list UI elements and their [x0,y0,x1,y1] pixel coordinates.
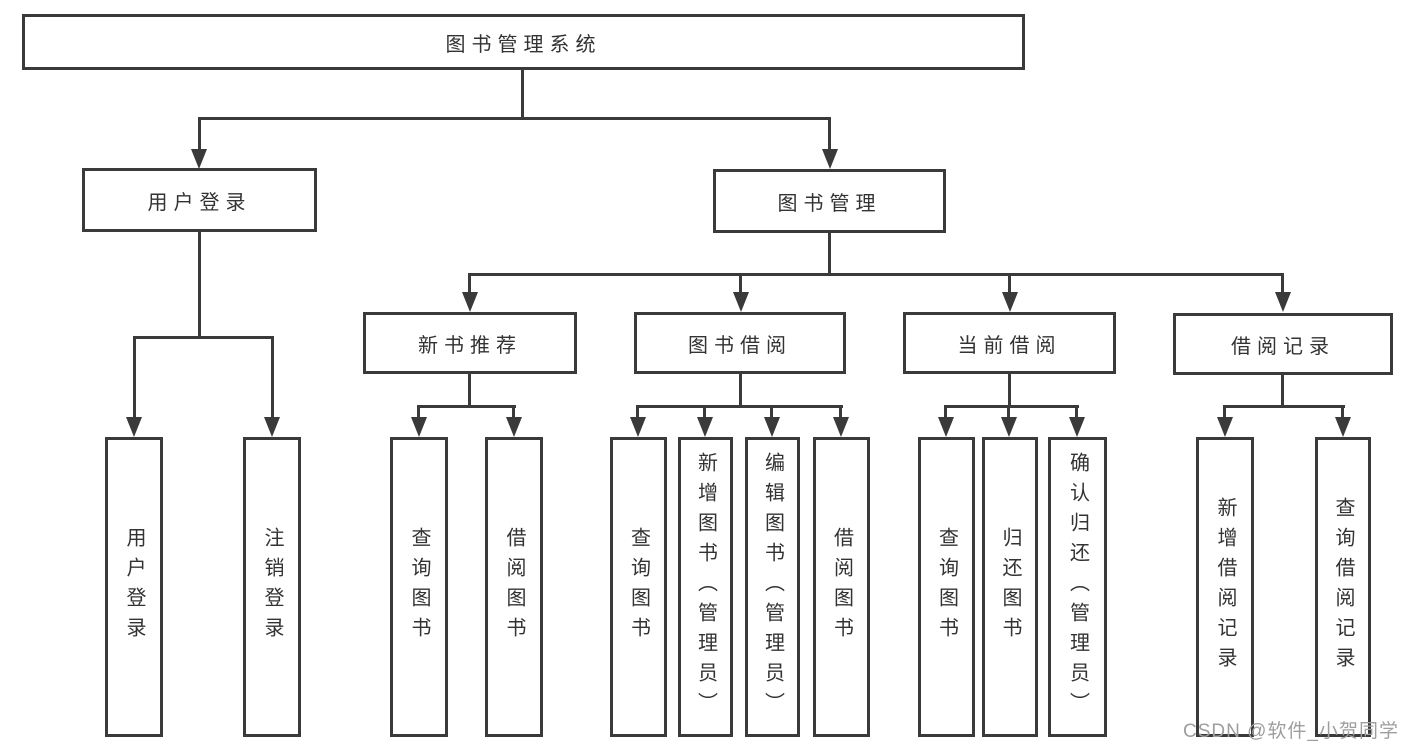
connector-arm [417,405,420,419]
arrowhead-down-icon [191,149,207,169]
connector-arm [133,336,136,418]
node-book-borrowing: 图书借阅 [634,312,846,374]
connector-bar [419,405,516,408]
leaf-user-login: 用户登录 [105,437,163,737]
arrowhead-down-icon [1001,417,1017,437]
connector-arm [828,117,831,151]
arrowhead-down-icon [1217,417,1233,437]
connector-stem [1008,374,1011,407]
leaf-query-borrow-record: 查询借阅记录 [1315,437,1371,737]
arrowhead-down-icon [764,417,780,437]
leaf-query-books-current: 查询图书 [918,437,975,737]
leaf-add-borrow-record: 新增借阅记录 [1196,437,1254,737]
connector-arm [703,405,706,419]
connector-bar [133,336,274,339]
connector-stem [1281,375,1284,407]
connector-arm [1341,405,1344,419]
leaf-logout: 注销登录 [243,437,301,737]
connector-arm [636,405,639,419]
leaf-query-books-borrowing: 查询图书 [610,437,667,737]
connector-stem [521,70,524,118]
node-new-book-recommend: 新书推荐 [363,312,577,374]
arrowhead-down-icon [938,417,954,437]
arrowhead-down-icon [733,292,749,312]
connector-arm [739,273,742,294]
node-library-system: 图书管理系统 [22,14,1025,70]
connector-bar [638,405,843,408]
leaf-borrow-books: 借阅图书 [813,437,870,737]
leaf-borrow-books-recommend: 借阅图书 [485,437,543,737]
arrowhead-down-icon [411,417,427,437]
connector-stem [828,233,831,276]
connector-stem [739,374,742,407]
arrowhead-down-icon [1002,292,1018,312]
arrowhead-down-icon [1335,417,1351,437]
connector-arm [198,117,201,151]
arrowhead-down-icon [833,417,849,437]
connector-bar [1225,405,1345,408]
arrowhead-down-icon [126,417,142,437]
leaf-return-books: 归还图书 [982,437,1038,737]
node-book-management: 图书管理 [713,169,946,233]
arrowhead-down-icon [822,149,838,169]
arrowhead-down-icon [1069,417,1085,437]
node-user-login: 用户登录 [82,168,317,232]
leaf-add-books-admin: 新增图书（管理员） [678,437,733,737]
connector-arm [839,405,842,419]
connector-arm [1075,405,1078,419]
csdn-watermark: CSDN @软件_小贺同学 [1183,721,1399,742]
connector-arm [1008,273,1011,294]
connector-bar [198,117,831,120]
connector-arm [944,405,947,419]
node-borrowing-records: 借阅记录 [1173,313,1393,375]
connector-arm [1007,405,1010,419]
leaf-edit-books-admin: 编辑图书（管理员） [745,437,800,737]
leaf-confirm-return-admin: 确认归还（管理员） [1048,437,1107,737]
arrowhead-down-icon [462,292,478,312]
connector-arm [468,273,471,294]
connector-bar [470,273,1284,276]
leaf-query-books-recommend: 查询图书 [390,437,448,737]
connector-arm [512,405,515,419]
arrowhead-down-icon [1275,292,1291,312]
connector-stem [198,232,201,338]
arrowhead-down-icon [506,417,522,437]
connector-arm [1281,273,1284,294]
connector-arm [271,336,274,418]
connector-bar [946,405,1079,408]
node-current-borrowing: 当前借阅 [903,312,1116,374]
connector-arm [770,405,773,419]
connector-arm [1223,405,1226,419]
arrowhead-down-icon [697,417,713,437]
arrowhead-down-icon [264,417,280,437]
connector-stem [468,374,471,407]
arrowhead-down-icon [630,417,646,437]
